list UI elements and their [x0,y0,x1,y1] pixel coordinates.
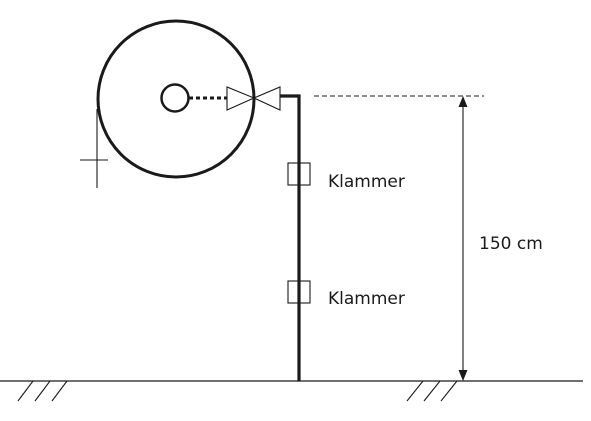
pipe [280,94,301,381]
reel-hub [160,83,190,113]
reel-stand [80,109,108,188]
ground-hatch-left [17,380,68,402]
arrow-up-icon [458,96,468,107]
arrow-down-icon [458,370,468,381]
height-dimension [458,96,468,381]
reel-outer-disc [96,19,256,179]
hose-reel-icon [96,19,256,179]
clamp-label-upper: Klammer [328,172,405,192]
height-label: 150 cm [479,234,543,254]
valve-icon [226,86,281,111]
clamp-label-lower: Klammer [328,289,405,309]
ground-hatch-right [406,380,458,402]
